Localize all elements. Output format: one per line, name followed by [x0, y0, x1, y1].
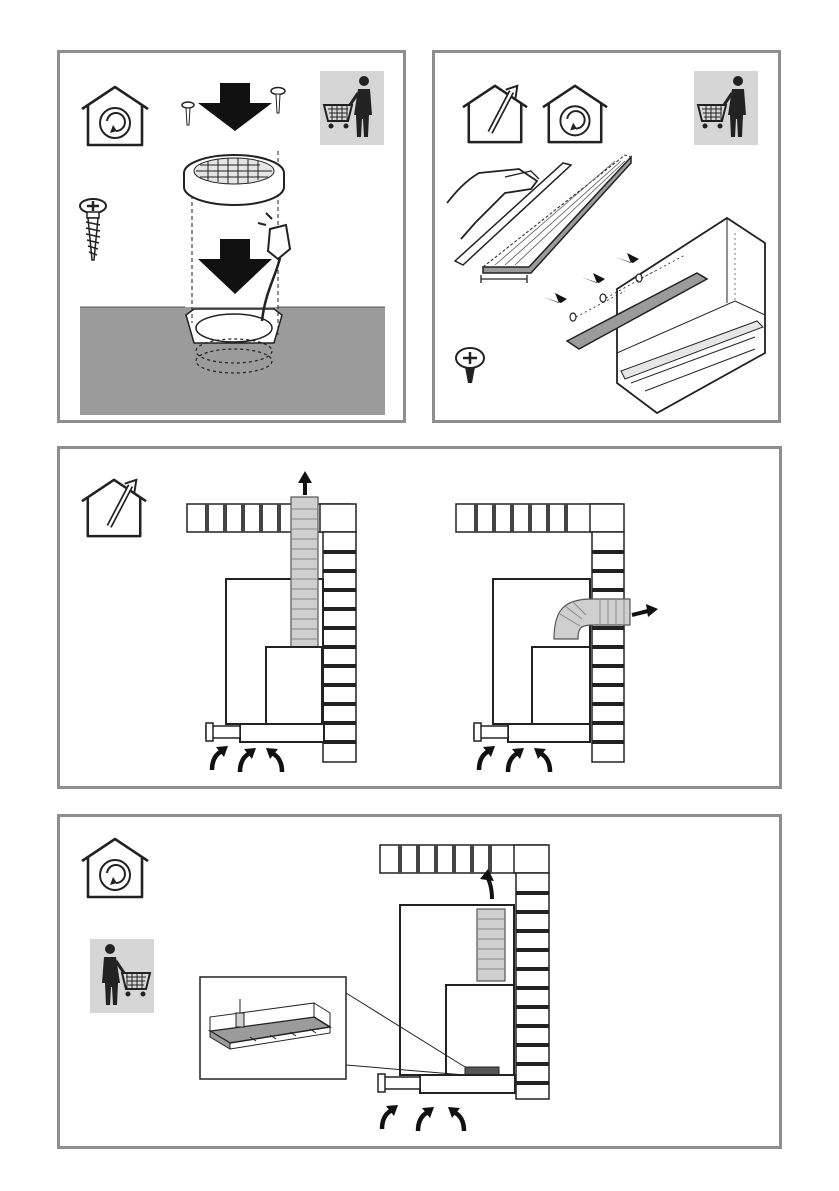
shopping-cart-person-icon	[694, 71, 758, 145]
air-in-arrow	[240, 748, 256, 772]
air-in-arrow	[448, 1107, 464, 1131]
brick-wall-side	[592, 532, 624, 762]
air-in-arrow	[508, 748, 524, 772]
dimension-line	[481, 275, 527, 283]
down-arrow-top	[198, 83, 272, 131]
recirculation-illustration	[60, 817, 779, 1146]
grille-screw-right	[271, 88, 285, 114]
push-arrow-3	[615, 253, 639, 263]
shopping-cart-person-icon	[90, 939, 154, 1013]
horizontal-duct-scene	[456, 504, 658, 772]
recirculation-house-icon	[82, 839, 148, 897]
shopping-cart-person-icon	[320, 71, 384, 145]
panel-ducting-extraction	[57, 446, 782, 789]
push-arrow-1	[543, 293, 567, 303]
air-in-arrow	[266, 748, 282, 772]
motor-body	[196, 314, 272, 342]
motor-housing	[266, 647, 322, 725]
air-in-arrow	[212, 746, 228, 770]
canopy-install-illustration	[435, 53, 778, 420]
extraction-house-icon	[82, 480, 146, 536]
recirculation-house-icon	[82, 87, 148, 145]
air-in-arrow	[479, 746, 495, 770]
panel-recirculation-filter	[57, 814, 782, 1149]
air-out-arrow	[298, 471, 312, 483]
brick-wall-top	[380, 845, 549, 873]
screw-head-icon	[456, 348, 484, 383]
air-out-arrow	[646, 604, 658, 617]
brick-wall-side	[516, 873, 549, 1099]
brick-wall-top	[187, 504, 356, 532]
hood-handle	[380, 1077, 420, 1089]
brick-wall-top	[456, 504, 624, 532]
push-arrow-2	[581, 273, 605, 283]
ducting-illustration	[60, 449, 779, 786]
motor-install-illustration	[60, 53, 403, 420]
vertical-duct-scene	[187, 471, 356, 772]
motor-housing	[532, 647, 590, 725]
hood-canopy	[508, 724, 590, 742]
brick-wall-side	[323, 532, 356, 762]
recirculation-house-icon	[543, 86, 607, 142]
motor-grille	[184, 155, 284, 205]
hood-canopy	[420, 1075, 515, 1093]
extraction-house-icon	[463, 86, 527, 142]
short-duct	[477, 909, 505, 981]
panel-mount-motor	[57, 50, 406, 423]
grille-screw-left	[182, 102, 194, 125]
air-in-arrow	[382, 1105, 398, 1129]
hood-canopy	[240, 724, 324, 742]
carbon-filter	[465, 1067, 499, 1075]
air-in-arrow	[534, 748, 550, 772]
screw-icon	[80, 199, 106, 260]
down-arrow-bottom	[198, 239, 272, 294]
air-in-arrow	[418, 1107, 434, 1131]
panel-mount-canopy	[432, 50, 781, 423]
